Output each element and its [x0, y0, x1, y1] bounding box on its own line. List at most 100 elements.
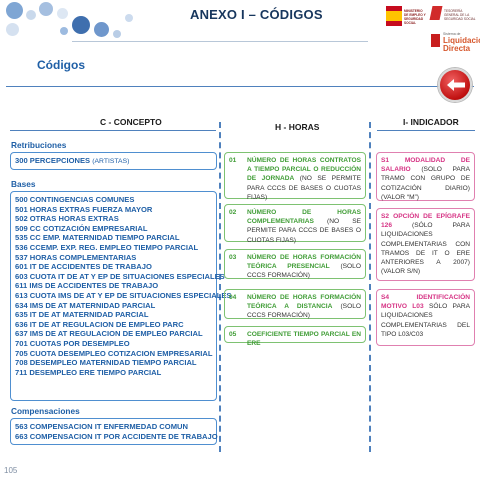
horas-description: NÚMERO DE HORAS COMPLEMENTARIAS (NO SE P… [247, 208, 361, 245]
liquidacion-directa-logo: Sistema de Liquidación Directa [431, 32, 480, 56]
column-header-horas: H - HORAS [275, 122, 320, 132]
retribuciones-label: Retribuciones [11, 140, 67, 150]
indicador-note: (SOLO PARA TRAMO CON GRUPO DE COTIZACIÓN… [381, 166, 470, 201]
page-title: ANEXO I – CÓDIGOS [190, 7, 323, 22]
horas-description: NÚMERO DE HORAS FORMACIÓN TEÓRICA A DIST… [247, 293, 361, 321]
retribuciones-code: 300 PERCEPCIONES [15, 156, 91, 165]
compensaciones-box: 563 COMPENSACION IT ENFERMEDAD COMUN 663… [10, 418, 218, 445]
list-item: 603 CUOTA IT DE AT Y EP DE SITUACIONES E… [15, 271, 225, 281]
list-item: 537 HORAS COMPLEMENTARIAS [15, 252, 137, 262]
compensaciones-label: Compensaciones [11, 406, 80, 416]
list-item: 300 PERCEPCIONES (ARTISTAS) [15, 156, 212, 167]
indicador-box-s1: S1 MODALIDAD DE SALARIO (SOLO PARA TRAMO… [376, 152, 475, 201]
horas-code: 03 [229, 254, 237, 261]
header-divider [72, 41, 368, 42]
section-divider [6, 86, 474, 87]
liquidacion-mark-icon [431, 34, 440, 47]
list-item: 705 CUOTA DESEMPLEO COTIZACION EMPRESARI… [15, 348, 213, 358]
arrow-left-icon [447, 79, 465, 91]
decor-bubble [39, 2, 53, 16]
horas-highlight: NÚMERO DE HORAS FORMACIÓN TEÓRICA A DIST… [247, 294, 361, 311]
list-item: 701 CUOTAS POR DESEMPLEO [15, 338, 130, 348]
header: ANEXO I – CÓDIGOS MINISTERIO DE EMPLEO Y… [0, 0, 480, 53]
horas-description: NÚMERO DE HORAS FORMACIÓN TEÓRICA PRESEN… [247, 253, 361, 281]
bases-box: 500 CONTINGENCIAS COMUNES 501 HORAS EXTR… [10, 191, 232, 401]
list-item: 500 CONTINGENCIAS COMUNES [15, 195, 135, 204]
column-separator [369, 122, 371, 452]
horas-note: (NO SE PERMITE PARA CCCS DE BASES O CUOT… [247, 175, 361, 201]
indicador-description: S4 IDENTIFICACIÓN MOTIVO L03 SÓLO PARA L… [381, 293, 470, 339]
tgss-logo: TESORERÍA GENERAL DE LA SEGURIDAD SOCIAL [429, 6, 476, 28]
indicador-highlight: OPCIÓN DE EPÍGRAFE 126 [381, 213, 470, 230]
horas-highlight: COEFICIENTE TIEMPO PARCIAL EN ERE [247, 331, 361, 348]
column-header-concepto: C - CONCEPTO [100, 117, 162, 127]
decor-bubble [26, 10, 36, 20]
list-item: 502 OTRAS HORAS EXTRAS [15, 214, 119, 224]
list-item: 634 IMS DE AT MATERNIDAD PARCIAL [15, 300, 156, 310]
list-item: 613 CUOTA IMS DE AT Y EP DE SITUACIONES … [15, 290, 232, 300]
decor-bubble [60, 27, 68, 35]
horas-highlight: NÚMERO DE HORAS COMPLEMENTARIAS [247, 209, 361, 226]
retribuciones-note: (ARTISTAS) [92, 158, 130, 165]
decor-bubble [72, 16, 90, 34]
page-number: 105 [4, 466, 18, 475]
indicador-box-s2: S2 OPCIÓN DE EPÍGRAFE 126 (SÓLO PARA LIQ… [376, 208, 475, 281]
indicador-note: (SÓLO PARA LIQUIDACIONES COMPLEMENTARIAS… [381, 222, 470, 276]
indicador-code: S4 [381, 294, 390, 301]
decor-bubble [6, 2, 23, 19]
indicador-code: S1 [381, 157, 390, 164]
horas-row: 04 NÚMERO DE HORAS FORMACIÓN TEÓRICA A D… [229, 293, 361, 321]
horas-box-03: 03 NÚMERO DE HORAS FORMACIÓN TEÓRICA PRE… [224, 249, 366, 279]
indicador-note: SÓLO PARA LIQUIDACIONES COMPLEMENTARIAS … [381, 303, 471, 338]
horas-note: (SOLO CCCS FORMACIÓN) [247, 263, 361, 280]
list-item: 708 DESEMPLEO MATERNIDAD TIEMPO PARCIAL [15, 358, 197, 368]
horas-description: COEFICIENTE TIEMPO PARCIAL EN ERE [247, 330, 361, 348]
list-item: 637 IMS DE AT REGULACION DE EMPLEO PARCI… [15, 329, 203, 339]
column-divider [10, 130, 216, 131]
horas-code: 04 [229, 294, 237, 301]
indicador-highlight: MODALIDAD DE SALARIO [381, 157, 470, 174]
retribuciones-box: 300 PERCEPCIONES (ARTISTAS) [10, 152, 217, 170]
horas-description: NÚMERO DE HORAS CONTRATOS A TIEMPO PARCI… [247, 156, 361, 202]
section-title: Códigos [37, 58, 85, 72]
list-item: 536 CCEMP. EXP. REG. EMPLEO TIEMPO PARCI… [15, 242, 199, 252]
horas-code: 02 [229, 209, 237, 216]
tgss-logo-text: TESORERÍA GENERAL DE LA SEGURIDAD SOCIAL [444, 9, 476, 21]
back-button[interactable] [438, 68, 472, 102]
indicador-code: S2 [381, 213, 390, 220]
spain-flag-icon [386, 6, 402, 26]
column-separator [219, 122, 221, 452]
list-item: 563 COMPENSACION IT ENFERMEDAD COMUN [15, 422, 188, 431]
list-item: 509 CC COTIZACIÓN EMPRESARIAL [15, 223, 148, 233]
column-header-indicador: I- INDICADOR [403, 117, 459, 127]
horas-highlight: NÚMERO DE HORAS CONTRATOS A TIEMPO PARCI… [247, 157, 361, 183]
list-item: 601 IT DE ACCIDENTES DE TRABAJO [15, 262, 152, 272]
ministry-logo-text: MINISTERIO DE EMPLEO Y SEGURIDAD SOCIAL [404, 9, 426, 25]
decor-bubble [125, 14, 133, 22]
horas-code: 05 [229, 331, 237, 338]
horas-row: 05 COEFICIENTE TIEMPO PARCIAL EN ERE [229, 330, 361, 348]
list-item: 711 DESEMPLEO ERE TIEMPO PARCIAL [15, 367, 162, 377]
logo-directa-text: Directa [443, 44, 471, 53]
decor-bubble [113, 30, 121, 38]
horas-box-01: 01 NÚMERO DE HORAS CONTRATOS A TIEMPO PA… [224, 152, 366, 202]
indicador-description: S1 MODALIDAD DE SALARIO (SOLO PARA TRAMO… [381, 156, 470, 202]
tgss-mark-icon [429, 6, 443, 20]
list-item: 635 IT DE AT MATERNIDAD PARCIAL [15, 310, 149, 320]
column-divider [377, 130, 475, 131]
horas-box-04: 04 NÚMERO DE HORAS FORMACIÓN TEÓRICA A D… [224, 289, 366, 319]
list-item: 535 CC EMP. MATERNIDAD TIEMPO PARCIAL [15, 233, 180, 243]
decor-bubble [57, 8, 68, 19]
horas-box-02: 02 NÚMERO DE HORAS COMPLEMENTARIAS (NO S… [224, 204, 366, 245]
horas-row: 03 NÚMERO DE HORAS FORMACIÓN TEÓRICA PRE… [229, 253, 361, 281]
horas-code: 01 [229, 157, 237, 164]
horas-row: 02 NÚMERO DE HORAS COMPLEMENTARIAS (NO S… [229, 208, 361, 245]
list-item: 501 HORAS EXTRAS FUERZA MAYOR [15, 204, 153, 214]
horas-box-05: 05 COEFICIENTE TIEMPO PARCIAL EN ERE [224, 326, 366, 347]
horas-highlight: NÚMERO DE HORAS FORMACIÓN TEÓRICA PRESEN… [247, 254, 361, 271]
decor-bubble [6, 23, 19, 36]
indicador-highlight: IDENTIFICACIÓN MOTIVO L03 [381, 294, 470, 311]
logo-liquidacion-text: Liquidación [443, 36, 480, 45]
list-item: 636 IT DE AT REGULACION DE EMPLEO PARC [15, 319, 184, 329]
horas-row: 01 NÚMERO DE HORAS CONTRATOS A TIEMPO PA… [229, 156, 361, 202]
